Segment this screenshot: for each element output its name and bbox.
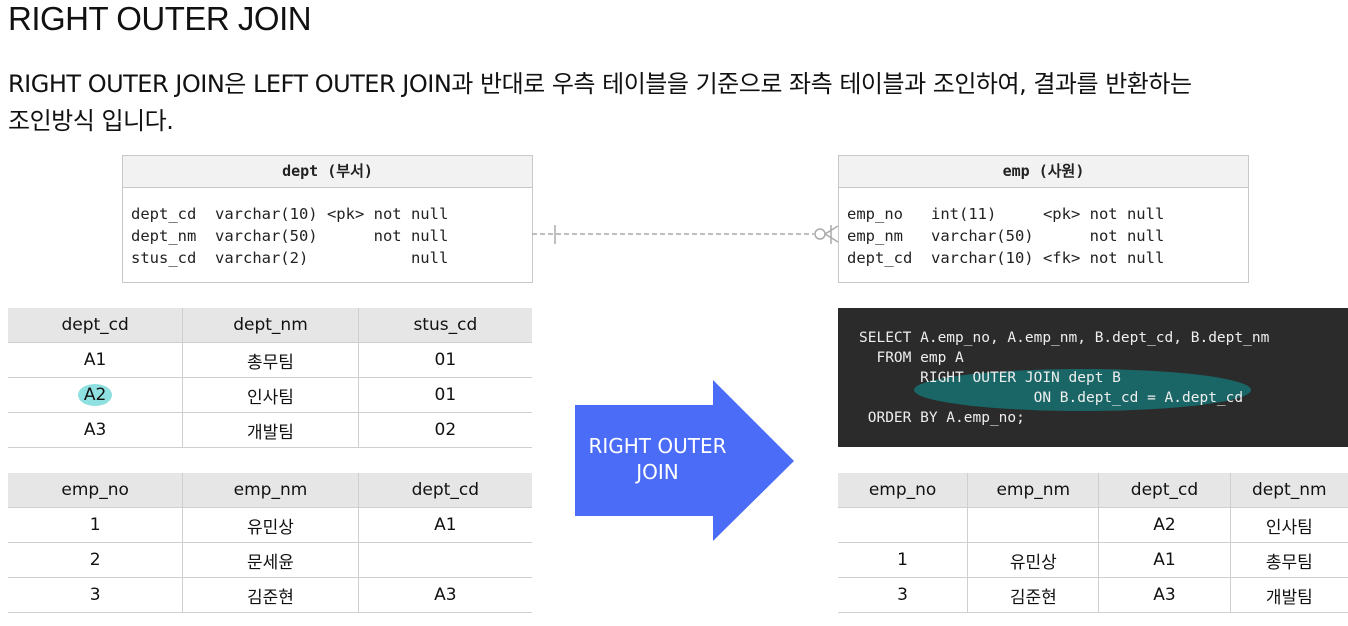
table-cell: 유민상 [182, 507, 359, 543]
table-cell: 총무팀 [182, 342, 359, 378]
column-header: dept_nm [182, 308, 359, 343]
column-header: emp_nm [182, 473, 359, 508]
entity-columns: dept_cd varchar(10) <pk> not null dept_n… [131, 205, 449, 267]
table-cell: 인사팀 [182, 377, 359, 413]
table-cell: 3 [8, 577, 183, 613]
table-cell: 김준현 [182, 577, 359, 613]
highlighted-value: A2 [77, 384, 113, 406]
entity-title: dept (부서) [123, 156, 532, 188]
column-header: emp_no [8, 473, 183, 508]
table-cell: 개발팀 [182, 412, 359, 448]
entity-title: emp (사원) [839, 156, 1248, 188]
table-cell: 02 [357, 412, 532, 448]
erd-dept-entity: dept (부서) dept_cd varchar(10) <pk> not n… [122, 155, 533, 283]
table-cell: A3 [357, 577, 532, 613]
table-cell: A3 [1098, 577, 1231, 613]
table-cell: 1 [8, 507, 183, 543]
column-header: dept_cd [8, 308, 183, 343]
table-cell: 문세윤 [182, 542, 359, 578]
table-cell: A3 [8, 412, 183, 448]
column-header: dept_cd [357, 473, 532, 508]
table-cell: 01 [357, 377, 532, 413]
erd-emp-entity: emp (사원) emp_no int(11) <pk> not null em… [838, 155, 1249, 283]
table-cell: 개발팀 [1229, 577, 1348, 613]
table-cell: 1 [838, 542, 968, 578]
column-header: dept_cd [1098, 473, 1231, 508]
table-cell: A2 [8, 377, 183, 413]
table-cell: 3 [838, 577, 968, 613]
relationship-line [532, 225, 838, 244]
table-cell: A1 [357, 507, 532, 543]
arrow-icon [575, 380, 794, 541]
column-header: dept_nm [1229, 473, 1348, 508]
column-header: stus_cd [357, 308, 532, 343]
table-cell [967, 507, 1099, 543]
description: RIGHT OUTER JOIN은 LEFT OUTER JOIN과 반대로 우… [8, 70, 1192, 135]
table-cell: A1 [1098, 542, 1231, 578]
table-cell: 유민상 [967, 542, 1099, 578]
table-cell [838, 507, 968, 543]
join-highlight [914, 369, 1251, 411]
column-header: emp_no [838, 473, 968, 508]
table-cell: 김준현 [967, 577, 1099, 613]
table-cell: 총무팀 [1229, 542, 1348, 578]
table-cell: A1 [8, 342, 183, 378]
page-title: RIGHT OUTER JOIN [8, 0, 312, 37]
table-cell: 인사팀 [1229, 507, 1348, 543]
table-cell: A2 [1098, 507, 1231, 543]
entity-columns: emp_no int(11) <pk> not null emp_nm varc… [847, 205, 1165, 267]
table-cell: 2 [8, 542, 183, 578]
table-cell: 01 [357, 342, 532, 378]
arrow-label: RIGHT OUTER JOIN [588, 434, 727, 484]
sql-code-block: SELECT A.emp_no, A.emp_nm, B.dept_cd, B.… [838, 308, 1348, 447]
table-cell [357, 542, 532, 578]
column-header: emp_nm [967, 473, 1099, 508]
sql-code: SELECT A.emp_no, A.emp_nm, B.dept_cd, B.… [859, 330, 1270, 426]
